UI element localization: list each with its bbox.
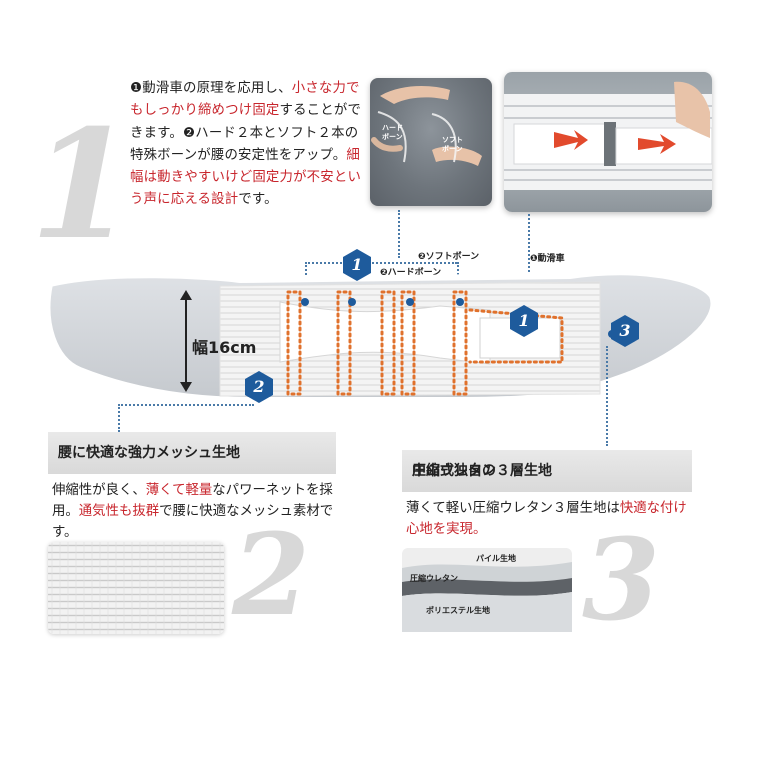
section-three-title-black: 圧縮ウレタン３層生地 xyxy=(412,463,552,479)
soft-bone-photo-label: ソフト ボーン xyxy=(442,136,463,153)
section-two-connector xyxy=(118,404,254,406)
intro-text: ❶動滑車の原理を応用し、小さな力でもしっかり締めつけ固定することができます。❷ハ… xyxy=(130,78,362,212)
badge-one-belt: 1 xyxy=(509,304,539,338)
big-number-two: 2 xyxy=(232,510,310,641)
badge-three: 3 xyxy=(610,314,640,348)
hands-illustration xyxy=(371,86,482,166)
three-layer-fabric-illustration xyxy=(402,548,572,632)
intro-segment-3: することができます。❷ハード２本とソフト２本の特殊ボーンが腰の安定性をアップ。 xyxy=(130,103,362,163)
badge-one-top: 1 xyxy=(342,248,372,282)
section-three-title-red: 中山式独自の xyxy=(412,463,496,479)
belt-illustration xyxy=(44,269,717,403)
section-three-header: 中山式独自の圧縮ウレタン３層生地 xyxy=(402,450,692,492)
big-number-three: 3 xyxy=(582,515,660,646)
badge-two-label: 2 xyxy=(253,377,265,396)
intro-segment-5: です。 xyxy=(238,192,278,208)
big-number-one: 1 xyxy=(30,97,135,273)
intro-segment-1: ❶動滑車の原理を応用し、 xyxy=(130,81,292,96)
section-two-header: 腰に快適な強力メッシュ生地 xyxy=(48,432,336,474)
section-three-body-red: 快適な付け心地を実現。 xyxy=(406,501,687,537)
section-two-body-red-1: 薄くて軽量 xyxy=(145,483,213,498)
width-label: 幅16cm xyxy=(192,338,257,357)
section-two-body-mid: なパワーネットを採用。 xyxy=(52,483,333,519)
section-three-connector xyxy=(606,346,608,446)
layer-top-label: パイル生地 xyxy=(476,554,516,563)
soft-bone-connector xyxy=(305,262,457,264)
intro-segment-4: 細幅は動きやすいけど固定力が不安という声に応える設計 xyxy=(130,147,362,208)
soft-bone-callout: ❷ソフトボーン xyxy=(418,252,480,262)
layer-mid-label: 圧縮ウレタン xyxy=(410,574,458,583)
layer-bottom-label: ポリエステル生地 xyxy=(426,606,490,615)
intro-segment-2: 小さな力でもしっかり締めつけ固定 xyxy=(130,81,360,119)
hard-bone-callout: ❷ハードボーン xyxy=(380,268,442,278)
belt-tightening-illustration xyxy=(504,81,712,190)
section-two-connector-down xyxy=(118,404,120,432)
bones-photo: ハード ボーン ソフト ボーン xyxy=(370,78,492,206)
section-two-body: 伸縮性が良く、薄くて軽量なパワーネットを採用。通気性も抜群で腰に快適なメッシュ素… xyxy=(52,480,342,543)
badge-two: 2 xyxy=(244,370,274,404)
mesh-fabric-sample xyxy=(48,542,224,634)
section-three-body: 薄くて軽い圧縮ウレタン３層生地は快適な付け心地を実現。 xyxy=(406,498,696,540)
hard-bone-photo-label: ハード ボーン xyxy=(382,124,403,141)
section-two-title: 腰に快適な強力メッシュ生地 xyxy=(58,445,240,461)
pulley-photo xyxy=(504,72,712,212)
section-three-body-pre: 薄くて軽い圧縮ウレタン３層生地は xyxy=(406,501,620,516)
bones-photo-connector xyxy=(398,210,400,258)
section-two-body-pre: 伸縮性が良く、 xyxy=(52,483,146,498)
pulley-callout: ❶動滑車 xyxy=(530,254,565,264)
section-two-body-red-2: 通気性も抜群 xyxy=(78,504,160,519)
section-two-body-post: で腰に快適なメッシュ素材です。 xyxy=(52,504,334,540)
badge-one-top-label: 1 xyxy=(351,255,363,274)
pulley-photo-connector xyxy=(528,214,530,300)
badge-three-label: 3 xyxy=(619,321,631,340)
badge-one-belt-label: 1 xyxy=(518,311,530,330)
